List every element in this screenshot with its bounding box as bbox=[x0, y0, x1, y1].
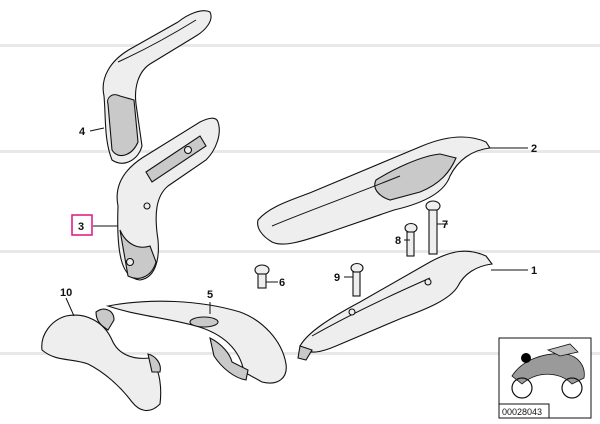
callout-1: 1 bbox=[531, 265, 537, 277]
callout-5: 5 bbox=[207, 289, 213, 301]
callout-6: 6 bbox=[279, 277, 285, 289]
callout-2: 2 bbox=[531, 143, 537, 155]
callout-9: 9 bbox=[334, 272, 340, 284]
callout-10: 10 bbox=[60, 287, 72, 299]
callout-labels: 1 2 3 4 5 6 7 8 9 10 bbox=[60, 126, 537, 301]
inset-thumbnail[interactable]: 00028043 bbox=[498, 337, 592, 419]
callout-7: 7 bbox=[442, 219, 448, 231]
callout-8: 8 bbox=[395, 235, 401, 247]
part-3-bracket[interactable] bbox=[116, 117, 220, 281]
inset-code: 00028043 bbox=[502, 407, 542, 417]
callout-3: 3 bbox=[78, 221, 84, 233]
part-5-trim[interactable] bbox=[105, 300, 287, 384]
part-1-lower-panel[interactable] bbox=[297, 250, 494, 361]
screw-8[interactable] bbox=[404, 222, 418, 257]
screw-6[interactable] bbox=[254, 264, 270, 289]
motorcycle-icon bbox=[511, 343, 585, 399]
part-2-side-panel[interactable] bbox=[257, 136, 491, 245]
leader-lines bbox=[65, 127, 528, 317]
part-10-lower-bracket[interactable] bbox=[41, 308, 162, 412]
selected-part-highlight[interactable] bbox=[71, 214, 93, 236]
callout-4: 4 bbox=[79, 126, 86, 138]
part-4-upper-cover[interactable] bbox=[102, 10, 212, 164]
screw-9[interactable] bbox=[350, 262, 364, 297]
screw-7[interactable] bbox=[425, 200, 441, 255]
